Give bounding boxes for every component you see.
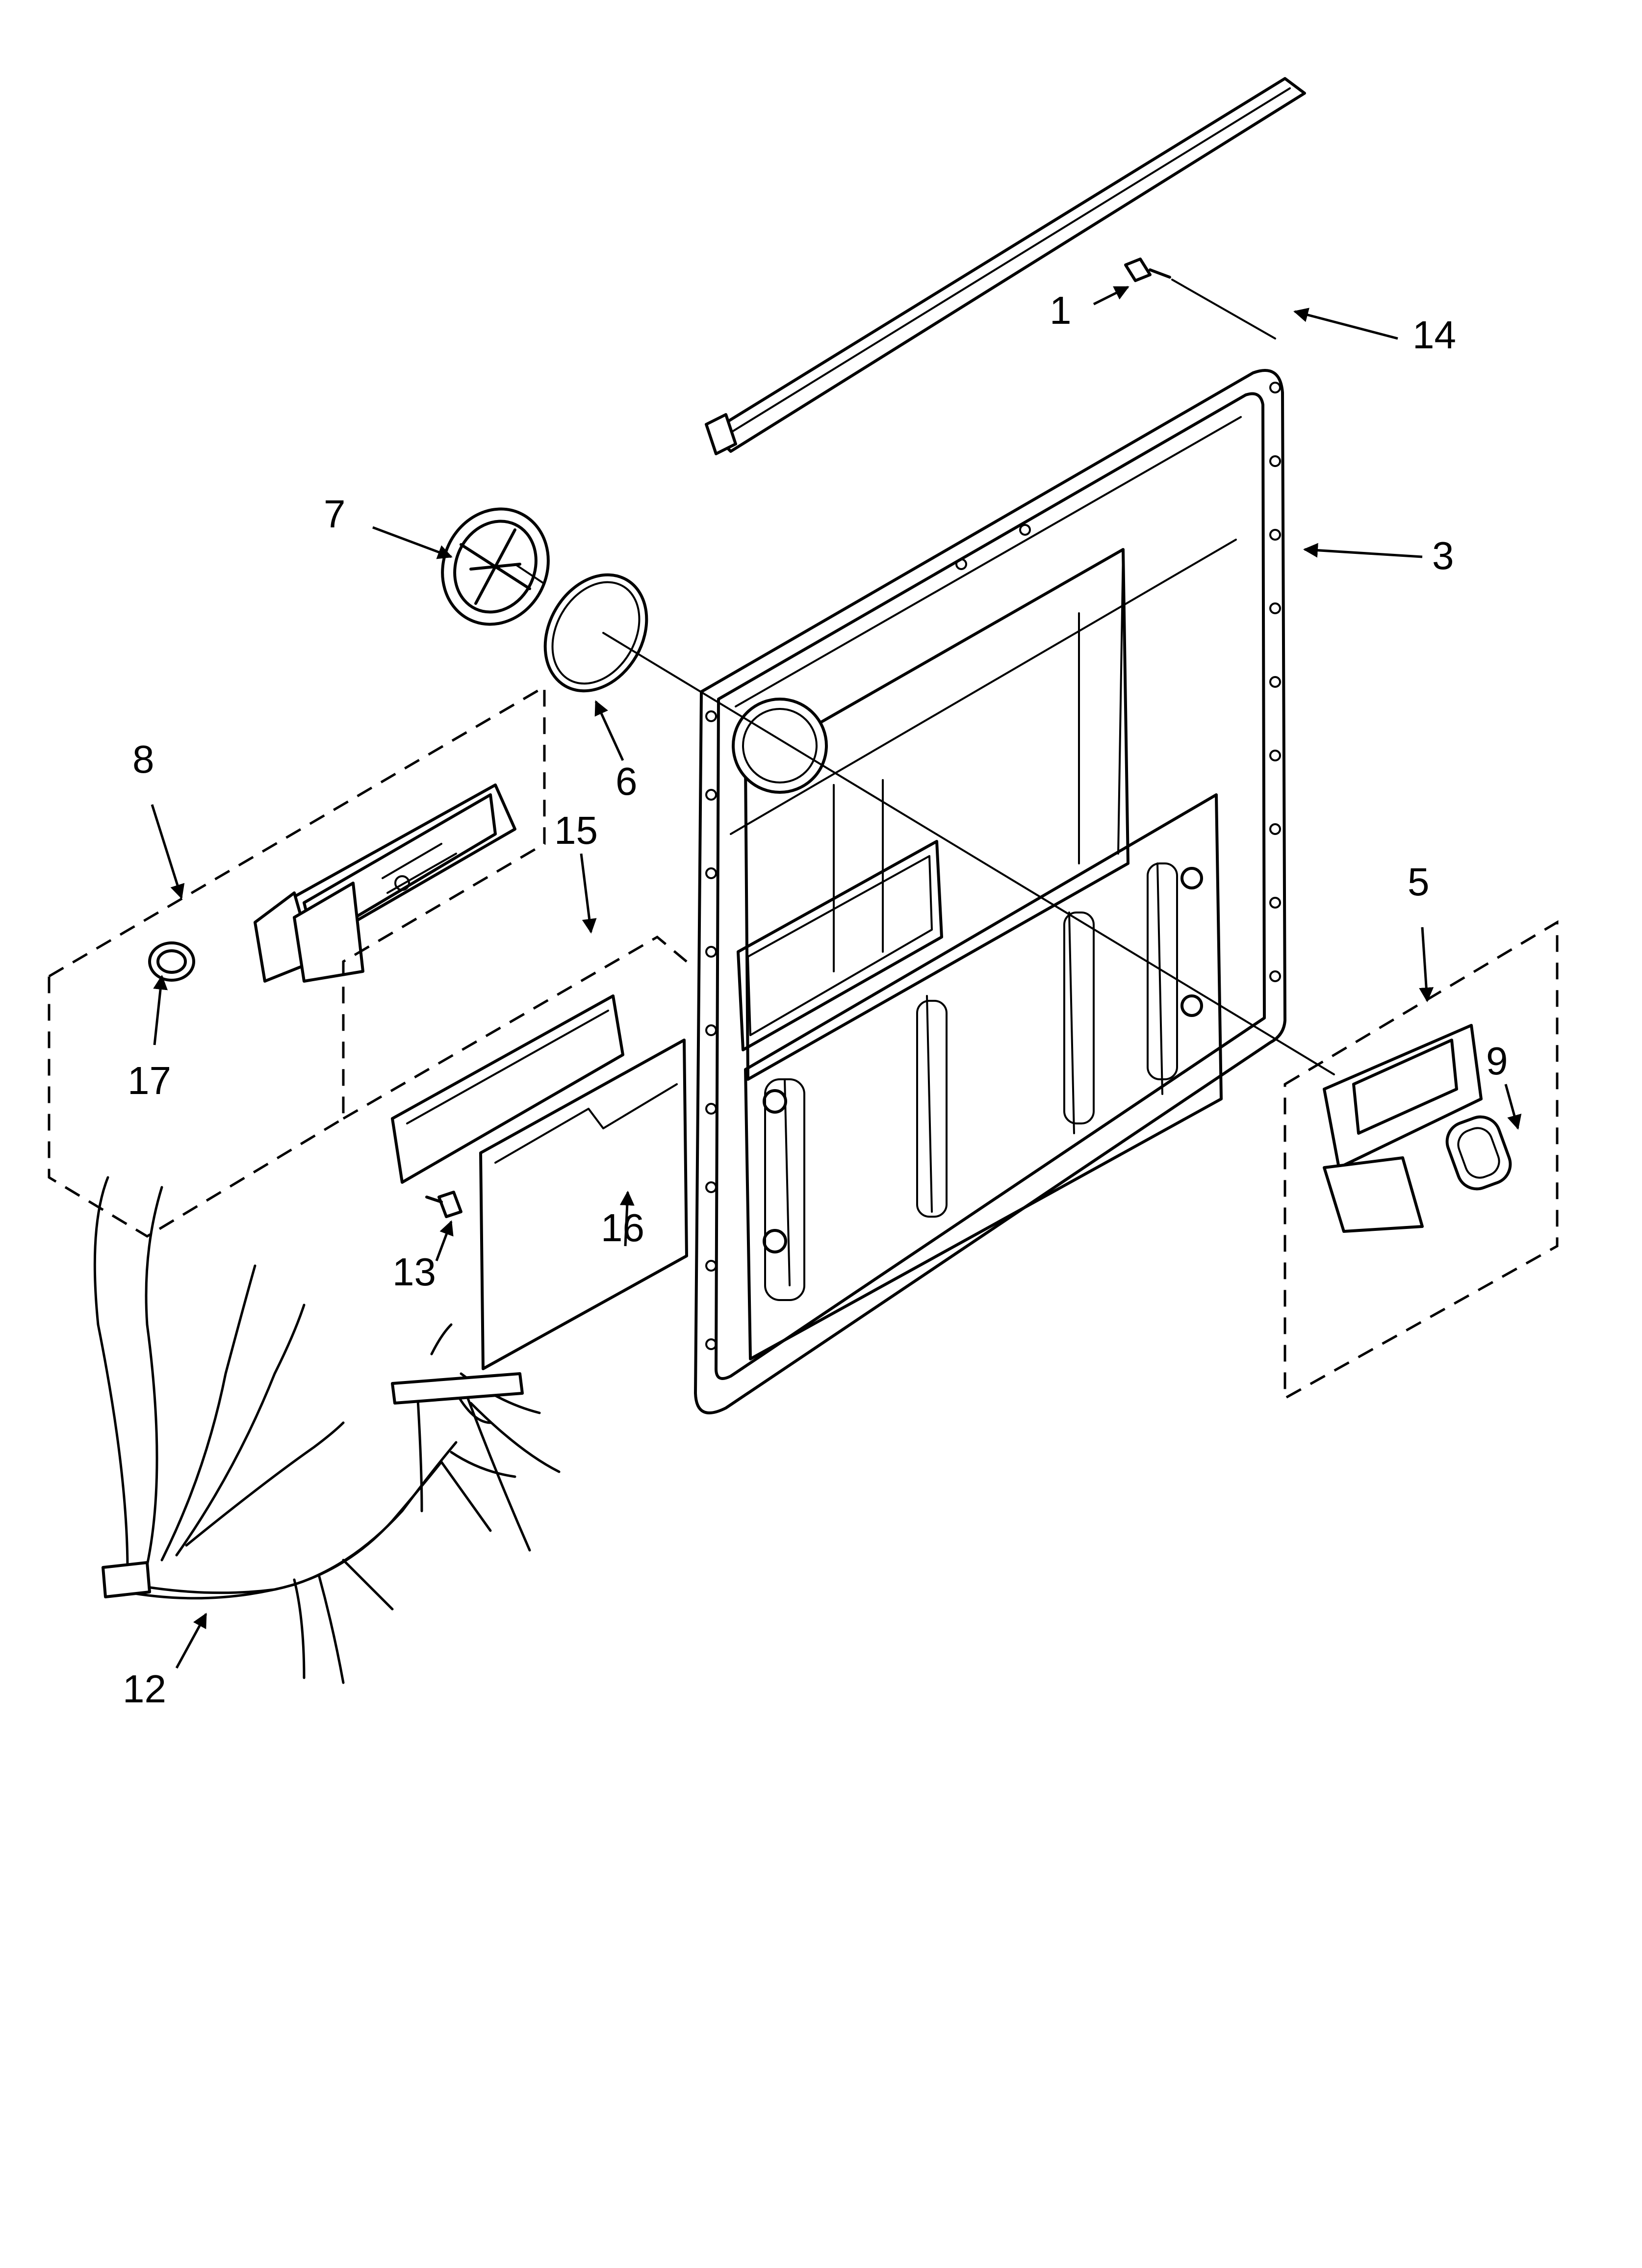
callout-7: 7 bbox=[324, 492, 346, 536]
seal-part-9 bbox=[1445, 1115, 1512, 1191]
callout-3: 3 bbox=[1432, 534, 1454, 577]
callout-8: 8 bbox=[132, 737, 154, 781]
inner-door-panel bbox=[694, 369, 1286, 1414]
drain-housing bbox=[1323, 1024, 1483, 1233]
callout-15: 15 bbox=[554, 808, 598, 852]
group-outline-5 bbox=[1283, 920, 1559, 1401]
callout-13: 13 bbox=[392, 1250, 436, 1294]
vent-grille bbox=[441, 507, 550, 626]
alignment-lines bbox=[514, 279, 1335, 1075]
wire-harness bbox=[93, 1176, 561, 1684]
cover-plate bbox=[479, 1039, 688, 1370]
callout-1: 1 bbox=[1050, 288, 1072, 332]
callout-14: 14 bbox=[1412, 313, 1456, 357]
knob-part-17 bbox=[148, 941, 195, 982]
screw-part-13 bbox=[425, 1191, 462, 1218]
callout-17: 17 bbox=[128, 1059, 171, 1102]
callout-5: 5 bbox=[1408, 860, 1430, 904]
group-outline-8 bbox=[48, 684, 688, 1238]
callout-6: 6 bbox=[616, 759, 638, 803]
callout-12: 12 bbox=[123, 1667, 166, 1711]
top-trim-strip bbox=[705, 77, 1306, 455]
leader-arrows bbox=[151, 286, 1522, 1669]
screw-part-1 bbox=[1124, 258, 1171, 282]
gasket-plate bbox=[391, 994, 624, 1184]
callout-16: 16 bbox=[601, 1206, 644, 1250]
gasket-ring bbox=[543, 573, 648, 693]
vent-assembly bbox=[254, 783, 516, 983]
callout-9: 9 bbox=[1486, 1039, 1508, 1083]
callout-labels: 1 14 3 7 6 8 15 5 9 17 13 16 12 bbox=[123, 288, 1508, 1711]
